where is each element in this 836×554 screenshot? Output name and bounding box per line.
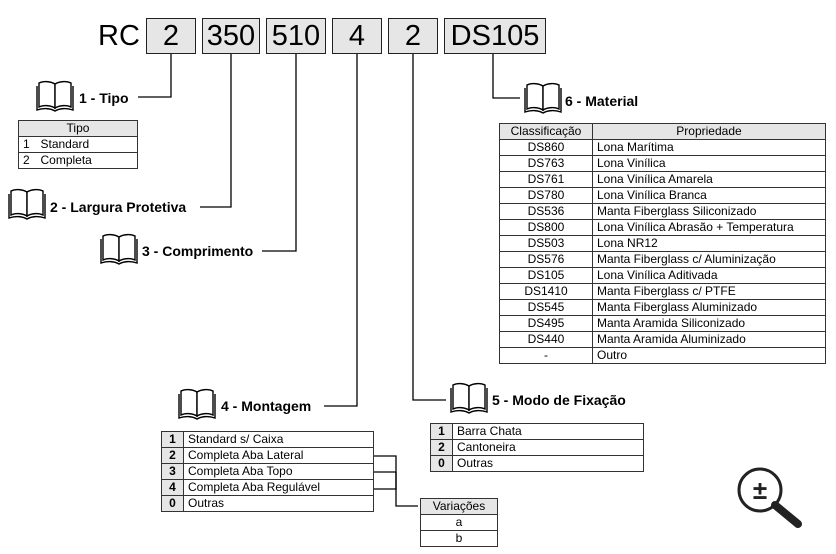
label-material: 6 - Material bbox=[565, 93, 639, 109]
label-fixacao: 5 - Modo de Fixação bbox=[492, 392, 626, 408]
table-row: -Outro bbox=[499, 347, 826, 364]
code-segment-largura: 350 bbox=[202, 18, 260, 54]
code-segment-montagem: 4 bbox=[332, 18, 382, 54]
table-row: 1 Standard bbox=[18, 136, 138, 153]
variacoes-header: Variações bbox=[420, 498, 498, 515]
book-icon bbox=[524, 82, 562, 114]
material-header-prop: Propriedade bbox=[592, 123, 826, 140]
label-largura: 2 - Largura Protetiva bbox=[50, 199, 187, 215]
table-row: b bbox=[420, 530, 498, 547]
book-icon bbox=[450, 382, 488, 414]
book-icon bbox=[8, 188, 46, 220]
code-segment-comprimento: 510 bbox=[266, 18, 326, 54]
tipo-table: Tipo 1 Standard 2 Completa bbox=[18, 120, 138, 169]
code-segment-tipo: 2 bbox=[146, 18, 196, 54]
tipo-table-header: Tipo bbox=[18, 120, 138, 137]
variacoes-table: Variações a b bbox=[420, 498, 498, 547]
label-montagem: 4 - Montagem bbox=[221, 398, 312, 414]
book-icon bbox=[178, 388, 216, 420]
table-row: a bbox=[420, 514, 498, 531]
label-comprimento: 3 - Comprimento bbox=[142, 243, 254, 259]
book-icon bbox=[100, 233, 138, 265]
book-icon bbox=[36, 80, 74, 112]
label-tipo: 1 - Tipo bbox=[79, 90, 129, 106]
table-row: 2 Completa bbox=[18, 152, 138, 169]
zoom-symbol: ± bbox=[753, 475, 767, 505]
material-header-code: Classificação bbox=[499, 123, 593, 140]
code-segment-fixacao: 2 bbox=[388, 18, 438, 54]
code-prefix: RC bbox=[98, 20, 140, 52]
zoom-icon[interactable]: ± bbox=[736, 466, 804, 530]
code-segment-material: DS105 bbox=[444, 18, 546, 54]
